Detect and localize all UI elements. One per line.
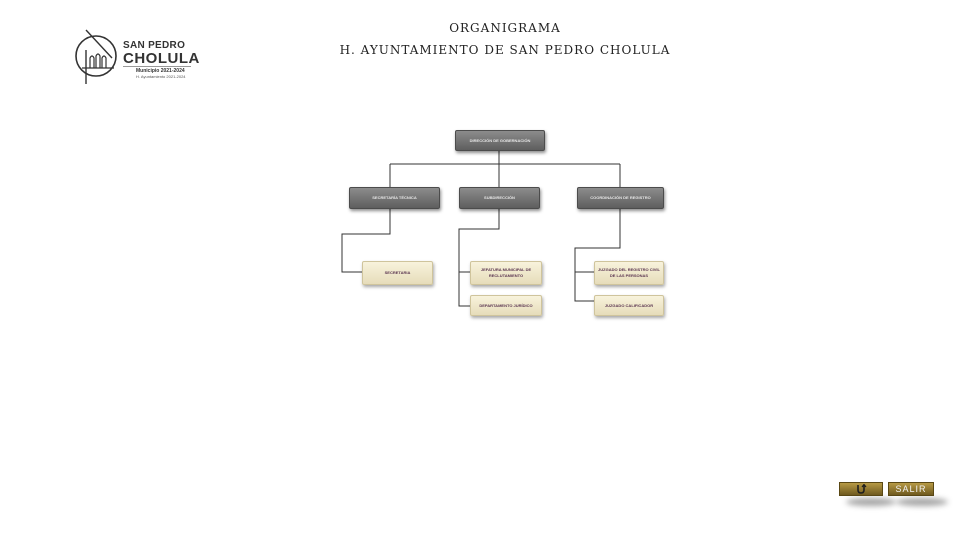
logo-divider: [123, 66, 191, 67]
org-node-label: SECRETARÍA TÉCNICA: [372, 195, 417, 200]
salir-button-label: SALIR: [895, 484, 927, 494]
org-node-label: SECRETARIA: [384, 270, 411, 275]
return-arrow-icon: [857, 484, 867, 494]
org-node-label: COORDINACIÓN DE REGISTRO: [590, 195, 651, 200]
org-node-label: SUBDIRECCIÓN: [484, 195, 515, 200]
org-node-jefatura-reclutamiento[interactable]: JEFATURA MUNICIPAL DE RECLUTAMIENTO: [470, 261, 542, 285]
back-button-shadow: [846, 498, 896, 506]
logo: SAN PEDRO CHOLULA Municipio 2021-2024 H.…: [72, 28, 200, 88]
logo-text-cholula: CHOLULA: [123, 50, 200, 67]
org-node-root[interactable]: DIRECCIÓN DE GOBERNACIÓN: [455, 130, 545, 151]
connector-right-children: [574, 208, 621, 302]
org-node-label: DEPARTAMENTO JURÍDICO: [479, 302, 533, 308]
org-node-secretaria[interactable]: SECRETARIA: [362, 261, 433, 285]
org-node-root-label: DIRECCIÓN DE GOBERNACIÓN: [469, 137, 531, 143]
org-node-label: JEFATURA MUNICIPAL DE RECLUTAMIENTO: [480, 267, 532, 278]
org-node-label: JUZGADO DEL REGISTRO CIVIL DE LAS PERSON…: [598, 267, 660, 278]
logo-text-ayuntamiento: H. Ayuntamiento 2021-2024: [136, 74, 186, 79]
org-node-subdireccion[interactable]: SUBDIRECCIÓN: [459, 187, 540, 209]
org-node-juzgado-registro-civil[interactable]: JUZGADO DEL REGISTRO CIVIL DE LAS PERSON…: [594, 261, 664, 285]
org-node-label: JUZGADO CALIFICADOR: [604, 302, 654, 308]
logo-text-municipio: Municipio 2021-2024: [136, 68, 185, 74]
back-button[interactable]: [839, 482, 883, 496]
org-node-departamento-juridico[interactable]: DEPARTAMENTO JURÍDICO: [470, 295, 542, 316]
cholula-emblem-icon: [75, 29, 117, 84]
salir-button-shadow: [896, 498, 948, 506]
page-title: ORGANIGRAMA: [449, 21, 561, 35]
page-subtitle: H. AYUNTAMIENTO DE SAN PEDRO CHOLULA: [339, 43, 671, 57]
org-node-secretaria-tecnica[interactable]: SECRETARÍA TÉCNICA: [349, 187, 440, 209]
org-node-juzgado-calificador[interactable]: JUZGADO CALIFICADOR: [594, 295, 664, 316]
logo-text-san-pedro: SAN PEDRO: [123, 40, 186, 51]
salir-button[interactable]: SALIR: [888, 482, 934, 496]
connector-middle-children: [458, 208, 500, 307]
org-node-coordinacion[interactable]: COORDINACIÓN DE REGISTRO: [577, 187, 664, 209]
